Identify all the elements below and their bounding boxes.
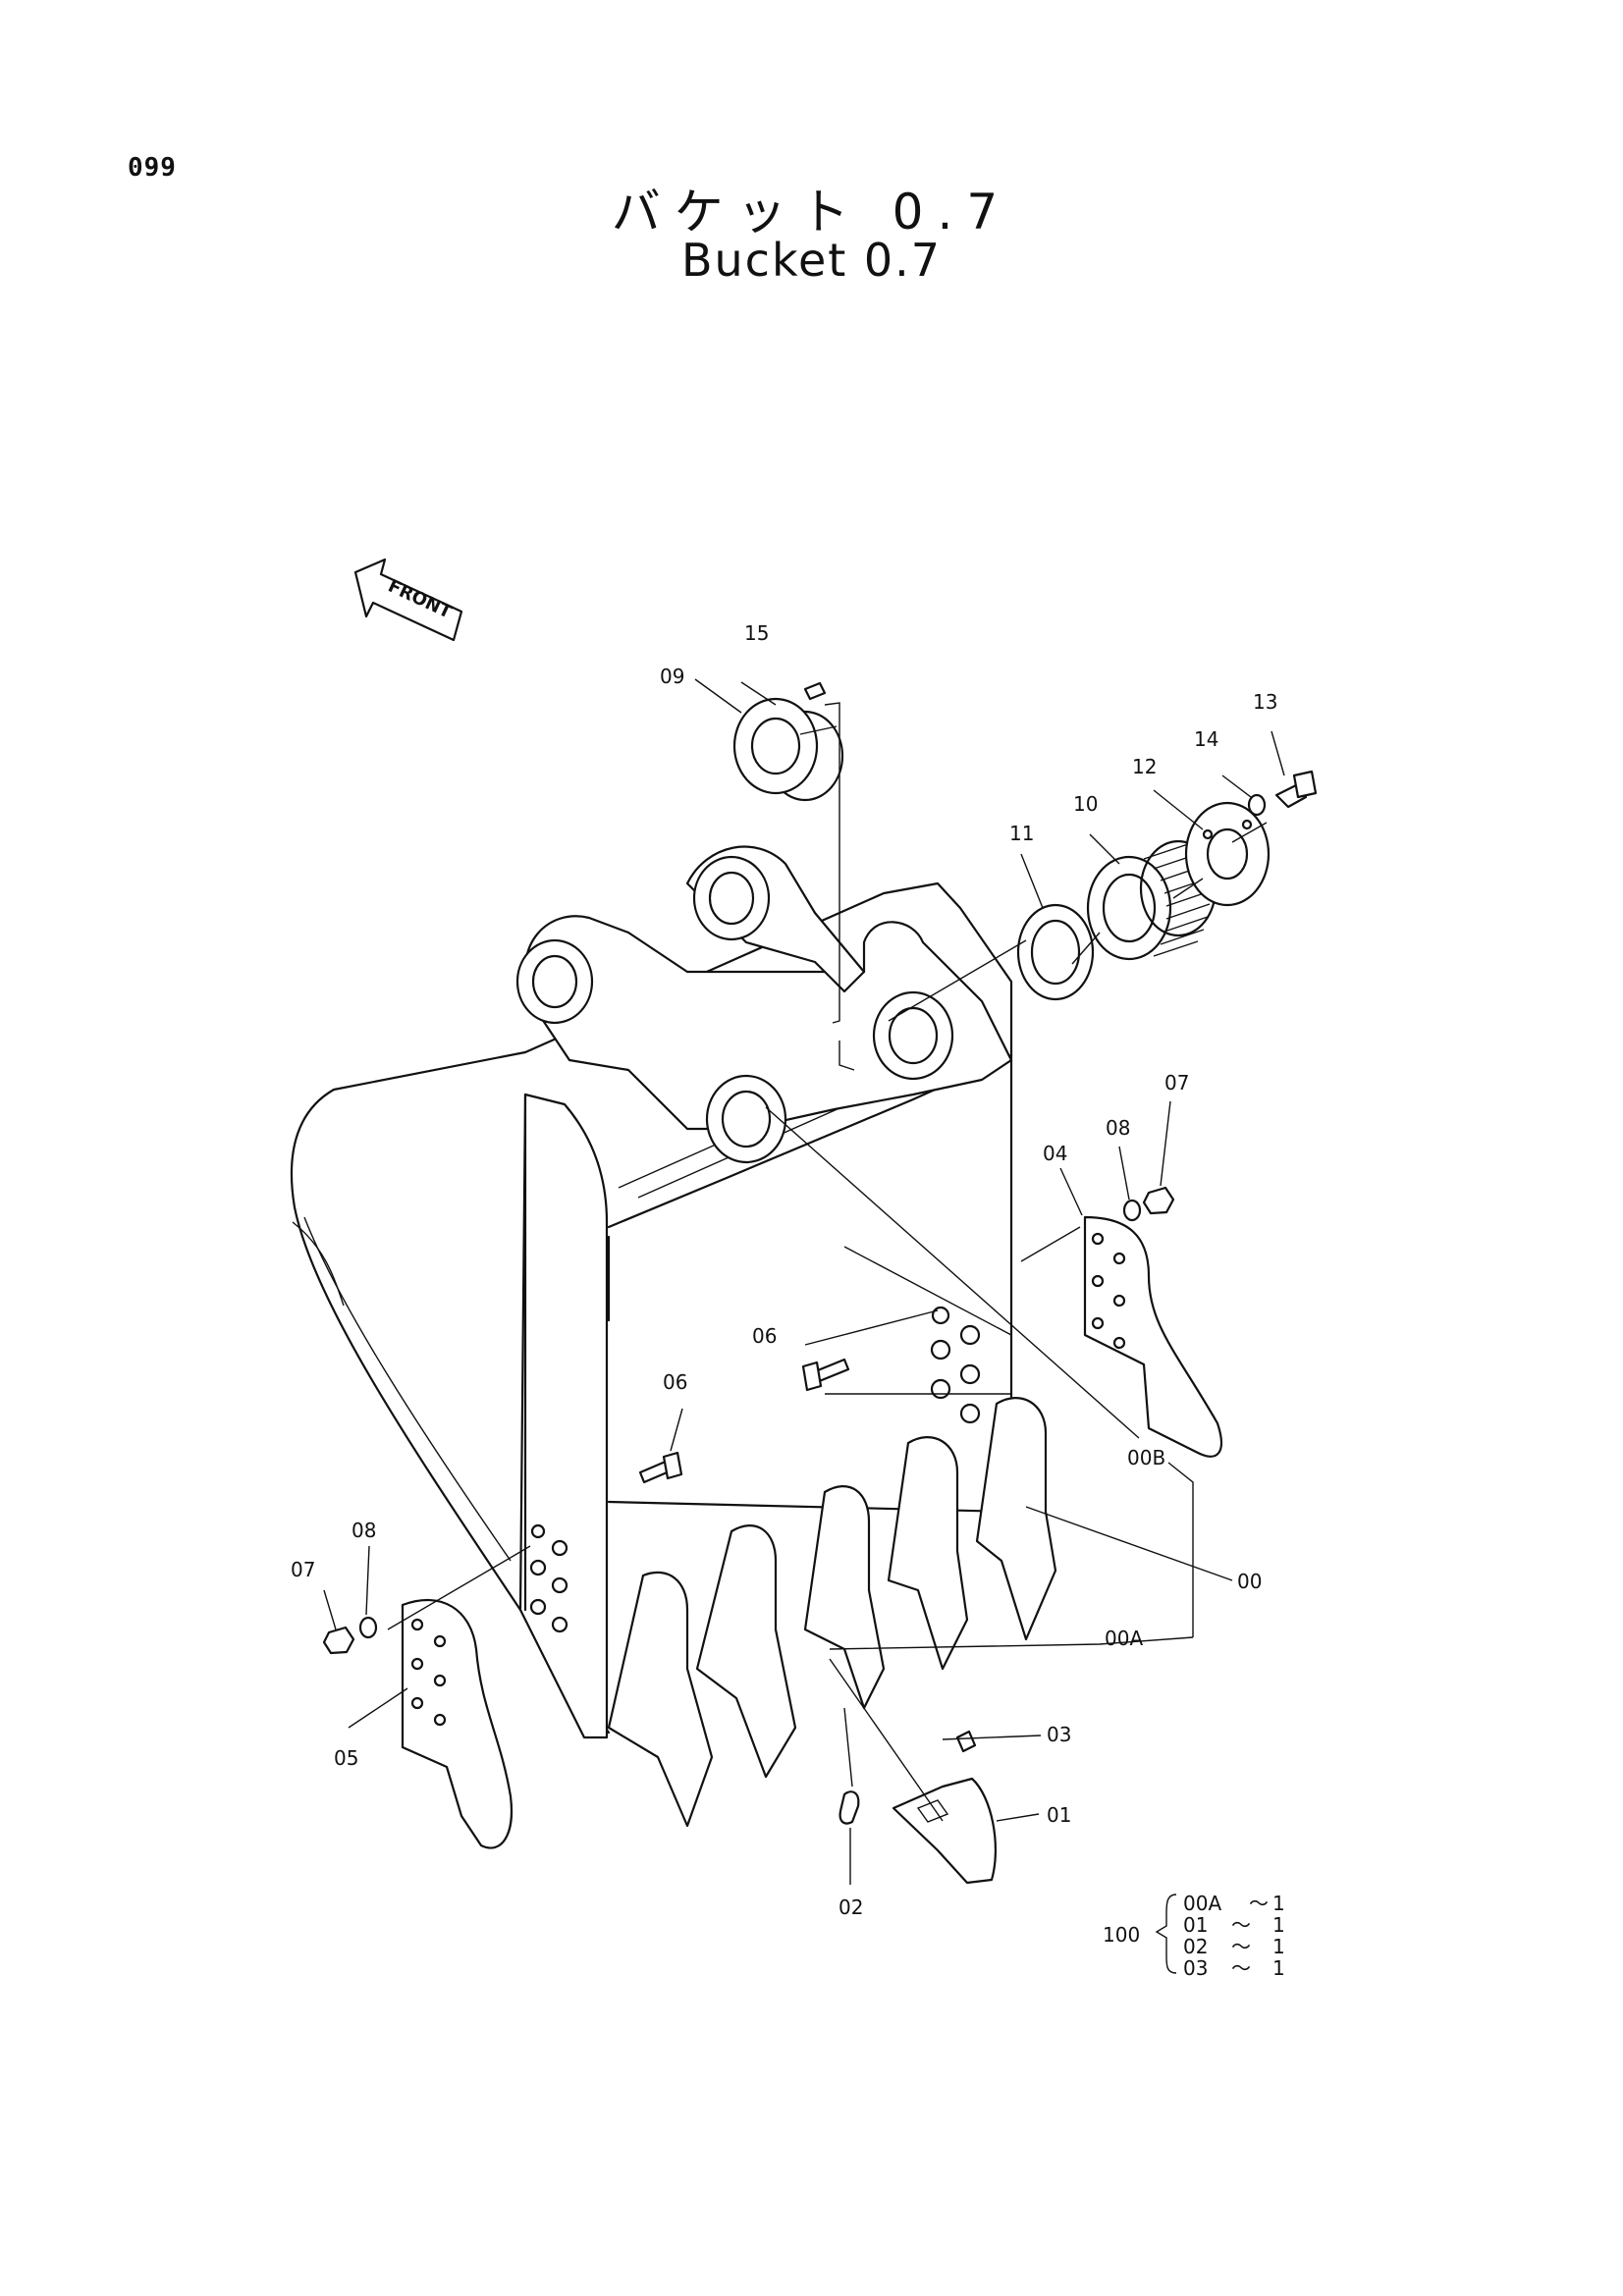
tilde-icon: 〜 [1231,1956,1251,1980]
spring-10 [1086,839,1217,961]
kit-row: 01 〜 1 [1183,1913,1285,1937]
kit-row: 03 〜 1 [1183,1956,1285,1980]
bolt-06-center [801,1358,850,1392]
bolt-13 [1274,770,1318,809]
bucket-teeth [607,1397,1057,1828]
bolt-06-left [638,1451,683,1484]
callout-09: 09 [660,665,684,688]
kit-100-list: 100 00A 〜 1 01 〜 1 02 〜 1 03 〜 1 [1103,1892,1285,1980]
kit-row-part: 03 [1183,1956,1208,1980]
callout-06-left: 06 [663,1370,687,1394]
callout-02: 02 [839,1896,863,1919]
kit-row-part: 01 [1183,1913,1208,1937]
callout-03: 03 [1047,1723,1071,1746]
washer-08-left [358,1616,378,1639]
leader-lines [323,678,1285,1885]
kit-row: 00A 〜 1 [1183,1892,1285,1915]
bushing-09 [732,697,844,802]
callout-00B: 00B [1127,1446,1165,1469]
kit-number: 100 [1103,1923,1140,1947]
callout-11: 11 [1009,822,1034,845]
nut-07-right [1142,1186,1175,1215]
washer-08-right [1122,1199,1142,1222]
pin-02 [839,1790,860,1825]
washer-14 [1247,793,1267,817]
callout-15: 15 [744,621,769,645]
pin-15 [803,681,827,701]
shim-11 [1016,903,1095,1001]
tooth-point-01 [892,1777,998,1885]
kit-row: 02 〜 1 [1183,1935,1285,1958]
tilde-icon: 〜 [1249,1892,1269,1915]
kit-row-qty: 1 [1272,1892,1285,1915]
callout-08-left: 08 [352,1519,376,1542]
bucket-body [290,845,1013,1739]
callout-07-right: 07 [1164,1071,1189,1095]
tilde-icon: 〜 [1231,1935,1251,1958]
kit-row-qty: 1 [1272,1913,1285,1937]
callout-07-left: 07 [291,1558,315,1581]
callout-06-center: 06 [752,1324,777,1348]
title-japanese: バケット 0.7 [611,184,1012,240]
front-arrow-icon: FRONT [353,558,463,642]
page-number: 099 [128,153,177,183]
kit-row-qty: 1 [1272,1956,1285,1980]
side-cutter-05 [401,1599,514,1849]
callout-14: 14 [1194,727,1218,751]
title-english: Bucket 0.7 [680,234,943,287]
side-cutter-04 [1083,1215,1222,1458]
callout-10: 10 [1073,792,1098,816]
plate-12 [1184,801,1271,907]
callout-04: 04 [1043,1142,1067,1165]
kit-row-part: 02 [1183,1935,1208,1958]
callout-00A: 00A [1105,1627,1143,1650]
lock-03 [955,1730,977,1753]
tilde-icon: 〜 [1231,1913,1251,1937]
callout-08-right: 08 [1106,1116,1130,1140]
nut-07-left [322,1626,355,1655]
callout-00: 00 [1237,1570,1262,1593]
callout-05: 05 [334,1746,358,1770]
callout-13: 13 [1253,690,1277,714]
callout-01: 01 [1047,1803,1071,1827]
kit-row-qty: 1 [1272,1935,1285,1958]
kit-row-part: 00A [1183,1892,1221,1915]
callout-12: 12 [1132,755,1157,778]
